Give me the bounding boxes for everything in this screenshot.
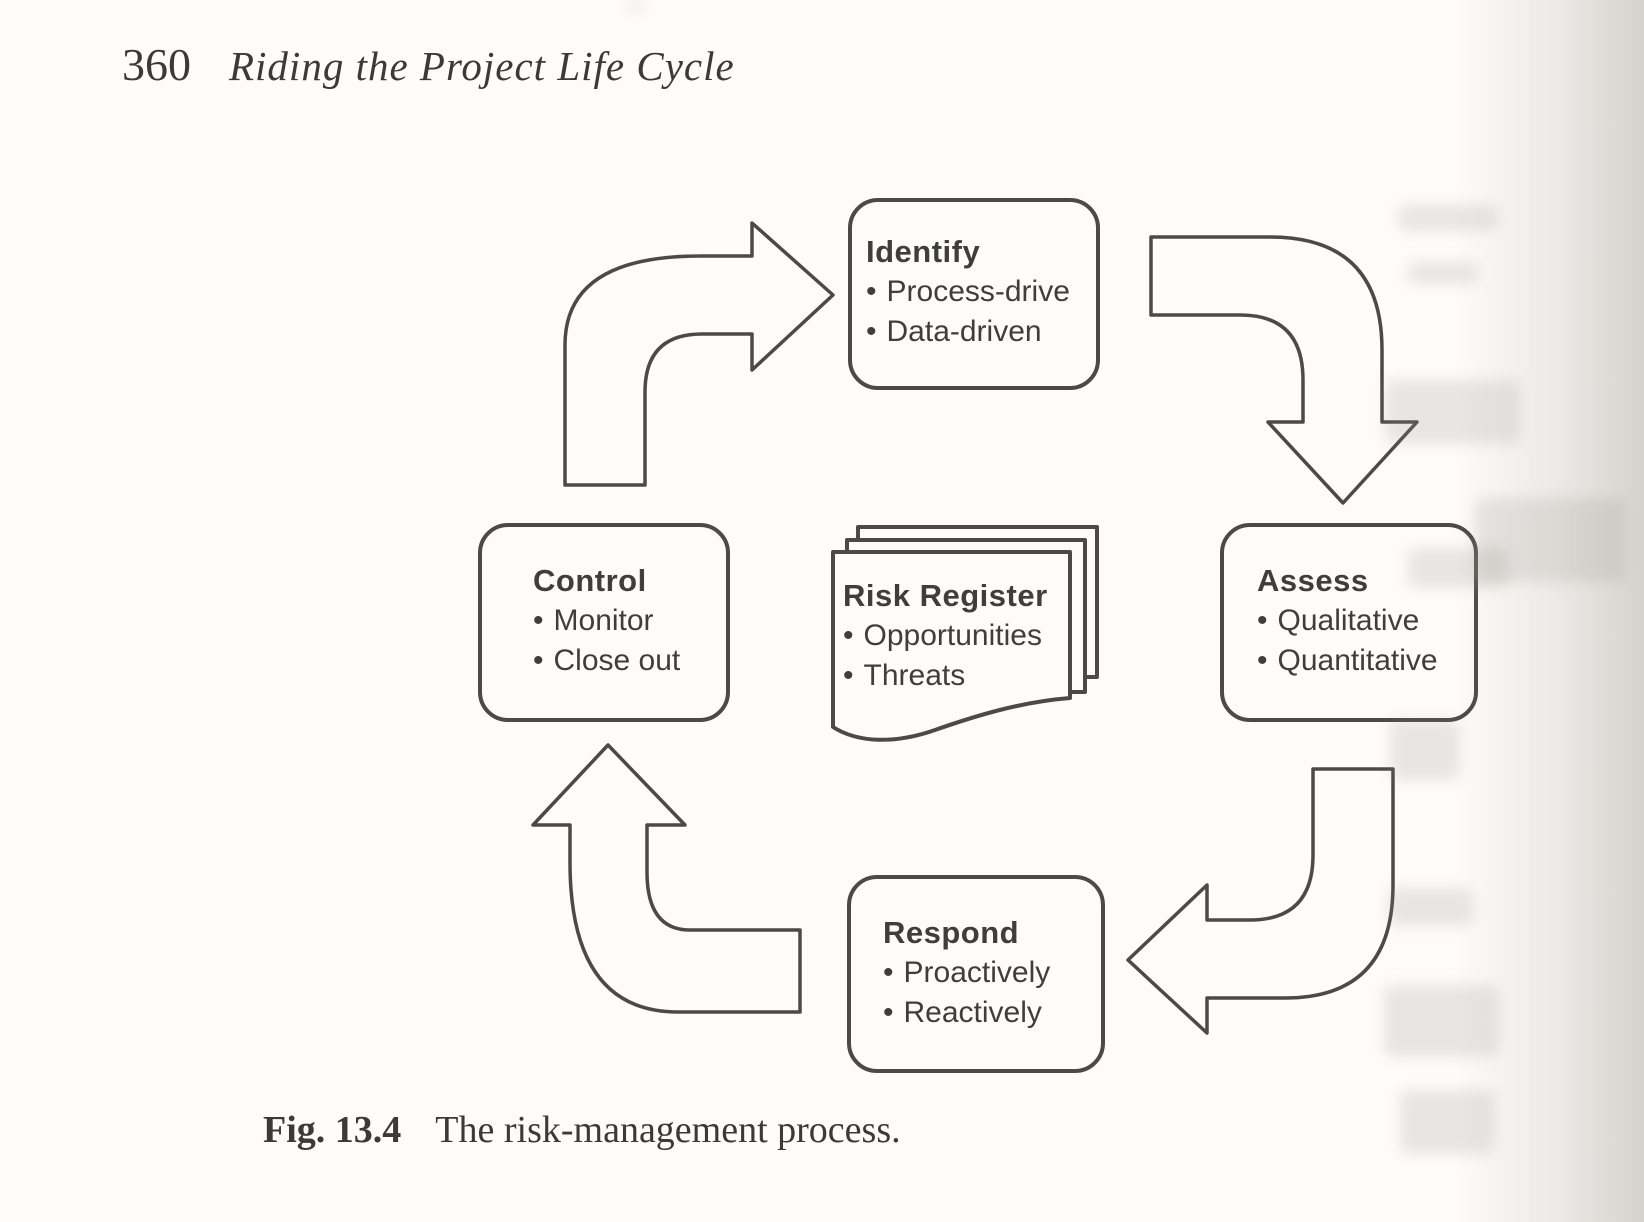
node-assess-title: Assess (1257, 563, 1369, 598)
scan-artifact (1400, 1090, 1495, 1154)
scan-artifact (1475, 498, 1625, 582)
node-control: Control • Monitor • Close out (478, 523, 730, 722)
bullet-text: Process-drive (886, 275, 1070, 308)
register-title: Risk Register (843, 578, 1048, 613)
bullet-text: Proactively (903, 956, 1051, 989)
bullet-icon: • (866, 275, 877, 308)
figure-caption-label: Fig. 13.4 (263, 1109, 402, 1151)
bullet-icon: • (1257, 604, 1268, 637)
node-respond-bullet-1: • Proactively (883, 953, 1093, 993)
bullet-icon: • (533, 604, 544, 637)
bullet-text: Opportunities (863, 619, 1042, 652)
running-title: Riding the Project Life Cycle (229, 43, 735, 89)
scan-artifact (1388, 888, 1473, 926)
bullet-icon: • (843, 619, 854, 652)
bullet-text: Qualitative (1277, 604, 1420, 637)
bullet-icon: • (533, 644, 544, 677)
node-control-title: Control (533, 563, 647, 598)
register-front-page-icon (831, 550, 1072, 742)
register-bullet-2: • Threats (843, 656, 1048, 696)
running-head: 360 Riding the Project Life Cycle (122, 38, 735, 91)
bullet-icon: • (843, 659, 854, 692)
scan-artifact (1390, 720, 1460, 780)
scan-artifact (1408, 548, 1508, 588)
risk-register-document: Risk Register • Opportunities • Threats (843, 576, 1048, 696)
node-identify: Identify • Process-drive • Data-driven (848, 198, 1100, 390)
arrow-assess-to-respond-icon (1126, 767, 1395, 1035)
node-respond-title: Respond (883, 915, 1020, 950)
bullet-text: Reactively (903, 996, 1042, 1029)
scan-artifact (1398, 205, 1498, 231)
node-assess: Assess • Qualitative • Quantitative (1220, 523, 1478, 722)
scan-artifact (628, 2, 646, 10)
bullet-text: Threats (863, 659, 966, 692)
scan-artifact (1384, 985, 1499, 1057)
bullet-text: Monitor (553, 604, 654, 637)
bullet-icon: • (883, 996, 894, 1029)
bullet-text: Data-driven (886, 315, 1042, 348)
bullet-icon: • (883, 956, 894, 989)
arrow-control-to-identify-icon (563, 221, 835, 487)
node-assess-bullet-1: • Qualitative (1257, 601, 1466, 641)
arrow-identify-to-assess-icon (1149, 235, 1419, 505)
bullet-text: Close out (553, 644, 681, 677)
bullet-icon: • (866, 315, 877, 348)
node-identify-title: Identify (866, 234, 981, 269)
node-identify-bullet-1: • Process-drive (866, 272, 1088, 312)
arrow-respond-to-control-icon (531, 743, 802, 1014)
figure-caption-text: The risk-management process. (435, 1109, 901, 1151)
bullet-text: Quantitative (1277, 644, 1438, 677)
node-identify-bullet-2: • Data-driven (866, 312, 1088, 352)
node-control-bullet-2: • Close out (533, 641, 718, 681)
figure-caption: Fig. 13.4 The risk-management process. (263, 1108, 901, 1152)
node-respond: Respond • Proactively • Reactively (847, 875, 1105, 1073)
register-bullet-1: • Opportunities (843, 616, 1048, 656)
page-number: 360 (122, 39, 191, 90)
node-control-bullet-1: • Monitor (533, 601, 718, 641)
node-respond-bullet-2: • Reactively (883, 993, 1093, 1033)
scan-artifact (1385, 380, 1520, 444)
scan-artifact (1408, 262, 1478, 284)
node-assess-bullet-2: • Quantitative (1257, 641, 1466, 681)
bullet-icon: • (1257, 644, 1268, 677)
